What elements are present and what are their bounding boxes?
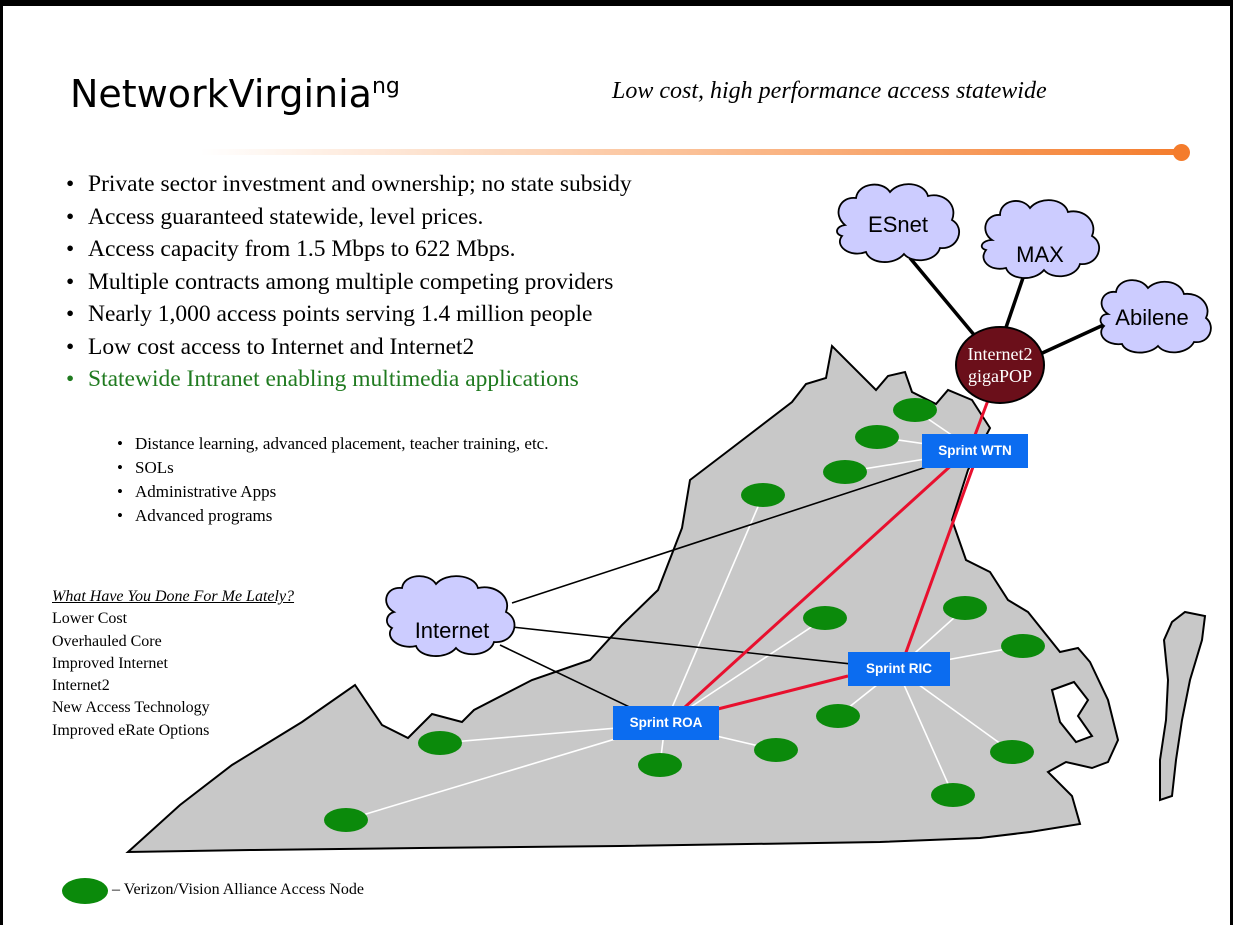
lately-heading: What Have You Done For Me Lately? [52, 588, 295, 605]
lately-item: Overhauled Core [52, 632, 162, 650]
internet-cloud: Internet [385, 575, 516, 657]
max-cloud: MAX [980, 199, 1100, 279]
lately-item: Improved eRate Options [52, 721, 210, 739]
title-text: NetworkVirginia [70, 72, 372, 116]
lately-panel: What Have You Done For Me Lately? Lower … [52, 586, 294, 742]
cloud-shape [980, 199, 1100, 279]
main-bullet-list: Private sector investment and ownership;… [66, 168, 632, 396]
sub-bullet-item: Administrative Apps [117, 480, 548, 504]
access-nodes [324, 398, 1045, 832]
gigapop-shape [955, 326, 1045, 404]
lately-item: New Access Technology [52, 699, 210, 717]
access-node [990, 740, 1034, 764]
access-node [324, 808, 368, 832]
title-rule [200, 149, 1185, 155]
access-node [823, 460, 867, 484]
abilene-label: Abilene [1115, 305, 1188, 330]
legend-label: – Verizon/Vision Alliance Access Node [112, 881, 365, 898]
sprint-wtn-box: Sprint WTN [922, 434, 1028, 468]
sprint-ric-box: Sprint RIC [848, 652, 950, 686]
access-node [1001, 634, 1045, 658]
slide-border-top [0, 0, 1233, 6]
bullet-item-highlight: Statewide Intranet enabling multimedia a… [66, 363, 632, 396]
cloud-shape [836, 183, 960, 263]
internet-label: Internet [415, 618, 490, 643]
gigapop-line2: gigaPOP [968, 366, 1032, 386]
access-node [638, 753, 682, 777]
sub-bullet-item: Advanced programs [117, 504, 548, 528]
sprint-roa-box: Sprint ROA [613, 706, 719, 740]
access-node [754, 738, 798, 762]
slide-border-left [0, 0, 3, 925]
virginia-state-shape [125, 343, 1120, 854]
bullet-item: Multiple contracts among multiple compet… [66, 266, 632, 299]
max-label: MAX [1016, 242, 1064, 267]
bay-inlet [1050, 680, 1094, 744]
bullet-item: Nearly 1,000 access points serving 1.4 m… [66, 298, 632, 331]
slide-border-right [1230, 0, 1233, 925]
cloud-shape [1099, 279, 1212, 354]
access-node [931, 783, 975, 807]
slide-title: NetworkVirginiang [70, 72, 400, 116]
lately-item: Internet2 [52, 677, 110, 695]
internet2-gigapop: Internet2 gigaPOP [955, 326, 1045, 404]
sub-bullet-item: SOLs [117, 456, 548, 480]
access-node [855, 425, 899, 449]
legend-access-node-swatch [62, 878, 108, 904]
title-rule-dot [1173, 144, 1190, 161]
bullet-item: Access guaranteed statewide, level price… [66, 201, 632, 234]
bullet-item: Low cost access to Internet and Internet… [66, 331, 632, 364]
lately-item: Lower Cost [52, 610, 128, 628]
bullet-item: Private sector investment and ownership;… [66, 168, 632, 201]
cloud-shape [385, 575, 516, 657]
abilene-cloud: Abilene [1099, 279, 1212, 354]
access-node [816, 704, 860, 728]
access-node [418, 731, 462, 755]
bullet-item: Access capacity from 1.5 Mbps to 622 Mbp… [66, 233, 632, 266]
esnet-cloud: ESnet [836, 183, 960, 263]
gigapop-line1: Internet2 [968, 344, 1033, 364]
slide-subtitle: Low cost, high performance access statew… [612, 78, 1047, 104]
access-node [741, 483, 785, 507]
title-superscript: ng [371, 74, 400, 99]
sub-bullet-list: Distance learning, advanced placement, t… [117, 432, 548, 528]
sub-bullet-item: Distance learning, advanced placement, t… [117, 432, 548, 456]
access-node [803, 606, 847, 630]
access-node [893, 398, 937, 422]
eastern-shore-shape [1159, 610, 1207, 802]
lately-item: Improved Internet [52, 654, 168, 672]
esnet-label: ESnet [868, 212, 928, 237]
access-node [943, 596, 987, 620]
